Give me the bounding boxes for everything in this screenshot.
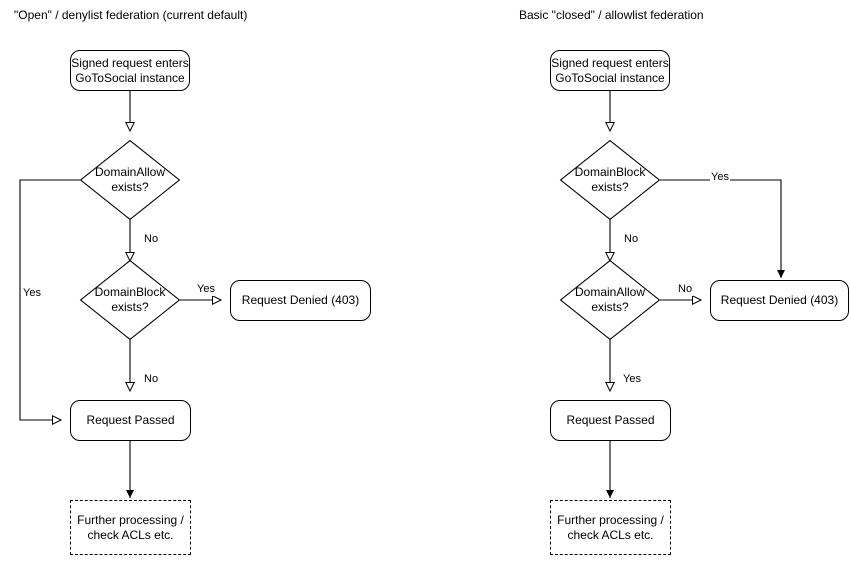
diamond-shape	[559, 259, 661, 341]
right-start-node: Signed request enters GoToSocial instanc…	[550, 50, 670, 91]
right-decision-domainallow[interactable]: DomainAllow exists?	[559, 259, 661, 341]
right-decision-domainblock[interactable]: DomainBlock exists?	[559, 139, 661, 221]
diamond-shape	[79, 139, 181, 221]
right-request-denied-node: Request Denied (403)	[710, 280, 849, 321]
diamond-shape	[559, 139, 661, 221]
left-label-block-no: No	[143, 373, 160, 386]
diamond-shape	[79, 259, 181, 341]
right-further-processing-node: Further processing / check ACLs etc.	[550, 500, 671, 555]
right-request-passed-node: Request Passed	[550, 400, 671, 441]
right-label-block-yes: Yes	[710, 171, 730, 184]
left-decision-domainblock[interactable]: DomainBlock exists?	[79, 259, 181, 341]
edge-left-allow-yes	[19, 179, 80, 420]
left-further-processing-node: Further processing / check ACLs etc.	[70, 500, 191, 555]
left-label-allow-no: No	[143, 233, 160, 246]
left-start-node: Signed request enters GoToSocial instanc…	[70, 50, 190, 91]
right-label-block-no: No	[623, 233, 640, 246]
column-title-closed-allowlist: Basic "closed" / allowlist federation	[519, 8, 704, 22]
left-label-block-yes: Yes	[196, 283, 216, 296]
column-title-open-denylist: "Open" / denylist federation (current de…	[14, 8, 248, 22]
right-label-allow-no: No	[677, 283, 694, 296]
left-request-denied-node: Request Denied (403)	[230, 280, 371, 321]
left-decision-domainallow[interactable]: DomainAllow exists?	[79, 139, 181, 221]
edge-right-block-yes	[660, 179, 785, 278]
left-request-passed-node: Request Passed	[70, 400, 191, 441]
left-label-allow-yes: Yes	[22, 287, 42, 300]
right-label-allow-yes: Yes	[622, 373, 642, 386]
